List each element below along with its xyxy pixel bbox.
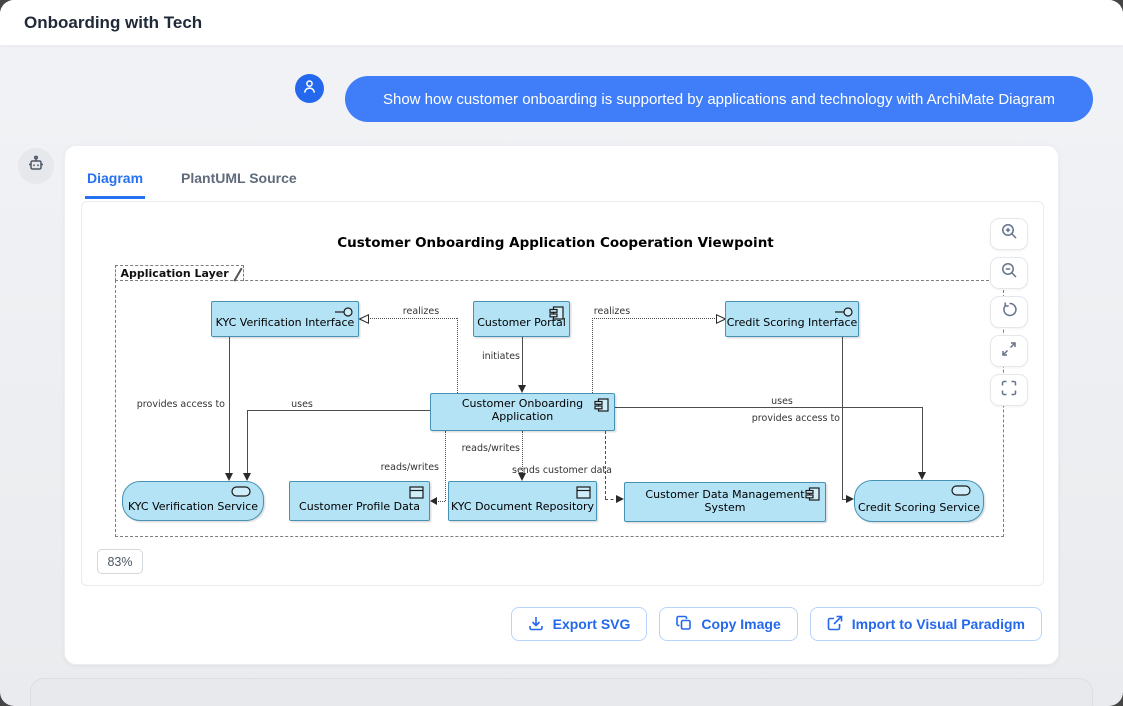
tab-bar: Diagram PlantUML Source [85, 166, 299, 199]
robot-icon [26, 154, 46, 179]
application-layer-frame: Application Layer [114, 265, 1004, 537]
service-icon [231, 486, 251, 500]
export-svg-button[interactable]: Export SVG [510, 607, 648, 641]
serving-arrowhead [243, 473, 251, 481]
app-header: Onboarding with Tech [0, 0, 1123, 46]
interface-icon [335, 306, 353, 321]
zoom-in-button[interactable] [990, 218, 1028, 250]
edge-realizes-left-v [457, 318, 458, 393]
edge-uses-right-v [922, 407, 923, 472]
component-icon [594, 398, 609, 415]
user-message-text: Show how customer onboarding is supporte… [382, 90, 1056, 108]
download-icon [528, 615, 544, 634]
edge-label: realizes [402, 306, 440, 317]
serving-arrowhead [846, 494, 854, 503]
viewer-toolbar [990, 218, 1028, 406]
node-kyc-verification-service: KYC Verification Service [122, 481, 264, 521]
edge-provides-left-v [229, 337, 230, 475]
edge-label: uses [771, 396, 793, 407]
component-icon [805, 487, 820, 504]
edge-readswrites-left-v [445, 431, 446, 501]
edge-label: reads/writes [380, 462, 439, 473]
zoom-out-button[interactable] [990, 257, 1028, 289]
data-object-icon [576, 486, 591, 502]
realization-arrowhead [359, 313, 369, 324]
expand-button[interactable] [990, 335, 1028, 367]
access-arrowhead [430, 497, 437, 505]
edge-uses-left-h [247, 410, 430, 411]
node-kyc-verification-interface: KYC Verification Interface [211, 301, 359, 337]
zoom-level-badge: 83% [97, 549, 143, 574]
zoom-in-icon [1001, 223, 1018, 245]
edge-label: uses [291, 399, 313, 410]
tab-plantuml-source[interactable]: PlantUML Source [181, 170, 297, 186]
node-customer-profile-data: Customer Profile Data [289, 481, 430, 521]
edge-realizes-right-h [592, 318, 717, 319]
chat-input-bar[interactable] [30, 678, 1093, 706]
node-credit-scoring-service: Credit Scoring Service [854, 480, 984, 522]
user-message-bubble: Show how customer onboarding is supporte… [345, 76, 1093, 122]
edge-realizes-right-v [592, 318, 593, 393]
edge-uses-left-v [247, 410, 248, 475]
node-credit-scoring-interface: Credit Scoring Interface [725, 301, 859, 337]
access-arrowhead [518, 473, 526, 481]
serving-arrowhead [225, 473, 233, 481]
edge-label: realizes [593, 306, 631, 317]
reset-view-button[interactable] [990, 296, 1028, 328]
fullscreen-button[interactable] [990, 374, 1028, 406]
edge-label: sends customer data [512, 465, 612, 476]
node-kyc-document-repository: KYC Document Repository [448, 481, 597, 521]
serving-arrowhead [918, 472, 926, 480]
bot-avatar [18, 148, 54, 184]
node-customer-portal: Customer Portal [473, 301, 570, 337]
edge-label: reads/writes [461, 443, 520, 454]
import-to-visual-paradigm-button[interactable]: Import to Visual Paradigm [809, 607, 1042, 641]
copy-image-button[interactable]: Copy Image [659, 607, 798, 641]
zoom-out-icon [1001, 262, 1018, 284]
page-title: Onboarding with Tech [24, 12, 203, 32]
application-layer-label: Application Layer [114, 265, 244, 282]
diagram-canvas[interactable]: Customer Onboarding Application Cooperat… [107, 227, 1007, 547]
node-customer-onboarding-application: Customer Onboarding Application [430, 393, 615, 431]
component-icon [549, 306, 564, 323]
edge-readswrites-mid-v [522, 431, 523, 477]
realization-arrowhead [716, 313, 726, 324]
service-icon [951, 485, 971, 499]
edge-initiates-v [522, 337, 523, 389]
edge-sends-data-v [605, 431, 606, 499]
interface-icon [835, 306, 853, 321]
node-customer-data-management-system: Customer Data Management System [624, 482, 826, 522]
data-object-icon [409, 486, 424, 502]
tab-diagram[interactable]: Diagram [85, 166, 146, 199]
fullscreen-icon [1001, 380, 1017, 401]
reset-view-icon [1001, 301, 1018, 323]
edge-label: initiates [481, 351, 520, 362]
frame-tab-slash [233, 267, 243, 282]
diagram-title: Customer Onboarding Application Cooperat… [337, 235, 774, 251]
user-avatar [295, 74, 324, 103]
edge-sends-data-h [605, 499, 619, 500]
edge-provides-right-v [842, 337, 843, 499]
flow-arrowhead [518, 385, 526, 393]
result-card: Diagram PlantUML Source Customer Onboard… [64, 145, 1059, 665]
diagram-panel: Customer Onboarding Application Cooperat… [81, 201, 1044, 586]
edge-realizes-left-h [367, 318, 457, 319]
edge-label: provides access to [751, 413, 840, 424]
action-bar: Export SVG Copy Image Import to Visual P… [510, 607, 1042, 641]
edge-label: provides access to [136, 399, 225, 410]
edge-uses-right-h [615, 407, 922, 408]
copy-icon [676, 615, 692, 634]
expand-icon [1001, 341, 1017, 362]
person-icon [302, 79, 317, 99]
flow-arrowhead [616, 494, 624, 503]
edge-readswrites-left-h [434, 501, 445, 502]
external-link-icon [827, 615, 843, 634]
